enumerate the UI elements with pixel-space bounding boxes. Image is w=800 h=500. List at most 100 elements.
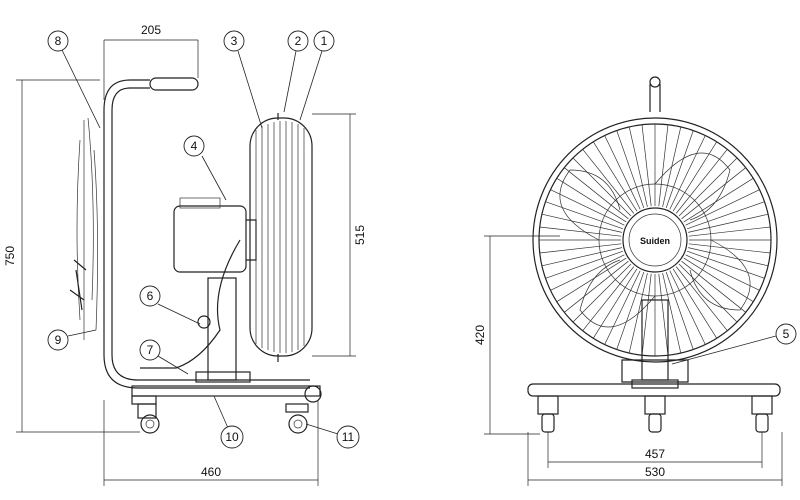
front-view: Suiden <box>527 76 781 433</box>
dim-outer-width: 530 <box>527 432 783 486</box>
svg-text:1: 1 <box>321 34 328 48</box>
guard-spoke <box>541 213 622 233</box>
guard-outer-ring <box>532 117 778 363</box>
guard-spoke <box>658 273 669 356</box>
svg-text:11: 11 <box>342 430 355 444</box>
guard-spoke <box>685 189 760 226</box>
tilt-knob <box>197 315 211 329</box>
callout-9: 9 <box>47 329 97 351</box>
handle-grip <box>149 77 199 91</box>
guard-spoke <box>669 270 706 345</box>
guard-spoke <box>593 141 638 212</box>
support-column <box>207 277 237 381</box>
dim-total-height: 750 <box>3 79 140 433</box>
guard-spoke <box>550 254 625 291</box>
svg-text:3: 3 <box>231 34 238 48</box>
svg-text:2: 2 <box>295 34 302 48</box>
guard-spoke <box>683 178 754 223</box>
guard-spoke <box>675 266 728 331</box>
svg-text:10: 10 <box>225 430 239 444</box>
base-plate <box>131 385 321 397</box>
guard-spoke <box>539 226 622 237</box>
svg-text:4: 4 <box>191 139 198 153</box>
guard-spoke <box>672 141 717 212</box>
guard-spoke <box>556 178 627 223</box>
guard-spoke <box>688 247 769 267</box>
guard-spoke <box>628 126 648 207</box>
guard-spoke <box>662 273 682 354</box>
motor-mount <box>621 359 689 383</box>
guard-spoke <box>669 135 706 210</box>
dim-inner-span: 457 <box>547 432 763 468</box>
svg-text:460: 460 <box>201 465 221 479</box>
guard-spoke <box>688 213 769 233</box>
callout-8: 8 <box>47 30 101 129</box>
guard-spoke <box>681 260 746 313</box>
callout-11: 11 <box>305 423 360 449</box>
svg-text:8: 8 <box>55 34 62 48</box>
guard-spoke <box>550 189 625 226</box>
fan-blades <box>559 152 751 328</box>
svg-text:750: 750 <box>3 246 17 266</box>
guard-spoke <box>582 266 635 331</box>
callout-6: 6 <box>139 285 201 325</box>
callout-5: 5 <box>671 323 797 365</box>
hose-connector <box>69 259 87 311</box>
dim-center-height: 420 <box>473 235 560 435</box>
guard-spoke <box>572 263 632 323</box>
guard-spoke <box>683 257 754 302</box>
front-base-plate <box>631 379 679 389</box>
guard-spoke <box>572 157 632 217</box>
front-caster-left <box>537 395 559 433</box>
guard-spoke <box>564 260 629 313</box>
guard-spoke <box>688 243 771 254</box>
guard-spoke <box>593 268 638 339</box>
callout-2: 2 <box>283 30 309 113</box>
guard-spoke <box>641 273 652 356</box>
guard-spoke <box>564 167 629 220</box>
base-rail <box>103 354 310 389</box>
guard-spoke <box>672 268 717 339</box>
motor-housing <box>173 205 247 273</box>
right-caster <box>285 403 309 434</box>
guard-spoke <box>675 149 728 214</box>
guard-spoke <box>604 270 641 345</box>
svg-text:7: 7 <box>147 343 154 357</box>
hub <box>622 207 688 273</box>
motor-neck <box>246 219 257 261</box>
callout-1: 1 <box>299 30 335 121</box>
callout-10: 10 <box>213 395 244 449</box>
svg-text:530: 530 <box>645 465 665 479</box>
guard-spoke <box>604 135 641 210</box>
guard-spoke <box>616 130 645 209</box>
guard-spoke <box>678 263 738 323</box>
callout-4: 4 <box>183 135 227 201</box>
top-handle <box>649 84 661 112</box>
guard-spoke <box>545 201 624 230</box>
svg-text:6: 6 <box>147 289 154 303</box>
callout-7: 7 <box>139 339 189 375</box>
hose-coil <box>76 117 98 340</box>
guard-spoke <box>641 124 652 207</box>
svg-text:457: 457 <box>645 447 665 461</box>
hub-logo: Suiden <box>640 236 670 246</box>
svg-text:205: 205 <box>141 23 161 37</box>
guard-spoke <box>582 149 635 214</box>
guard-spoke <box>686 201 765 230</box>
guard-spoke <box>685 254 760 291</box>
guard-spoke <box>688 226 771 237</box>
dim-handle-offset: 205 <box>103 23 199 100</box>
callout-3: 3 <box>223 30 263 129</box>
guard-spoke <box>678 157 738 217</box>
dim-side-base: 460 <box>103 400 319 486</box>
guard-spoke <box>616 271 645 350</box>
guard-spoke <box>545 250 624 279</box>
front-base-bar <box>527 383 781 397</box>
svg-text:420: 420 <box>473 325 487 345</box>
svg-text:9: 9 <box>55 333 62 347</box>
guard-spoke <box>658 124 669 207</box>
guard-spoke <box>686 250 765 279</box>
side-view <box>69 77 322 434</box>
base-rail-end <box>304 385 322 403</box>
